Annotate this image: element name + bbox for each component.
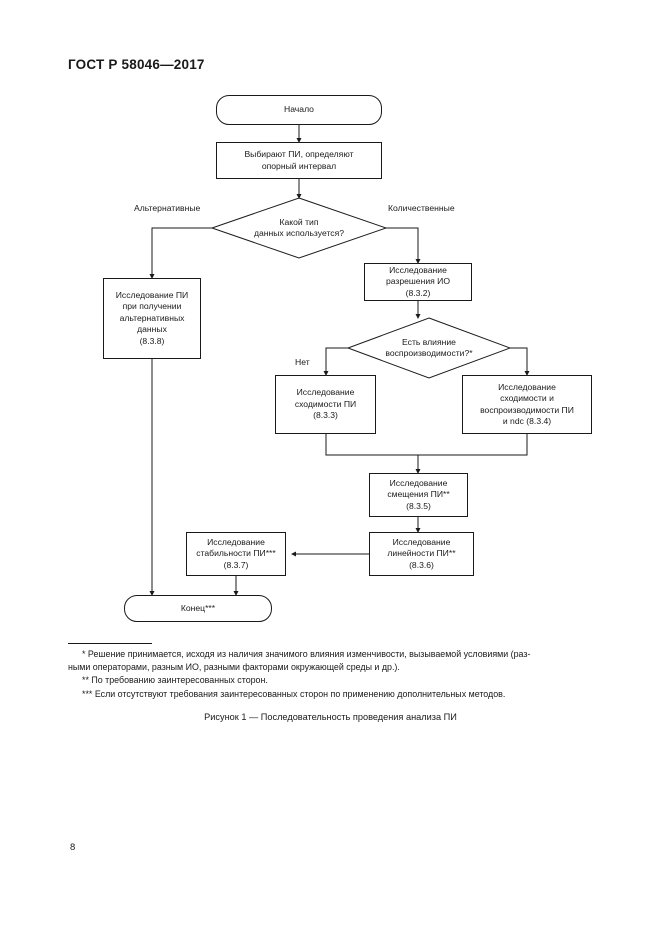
footnote-2: ** По требованию заинтересованных сторон… <box>82 675 268 686</box>
node-decision-reproducibility: Есть влияние воспроизводимости?* <box>385 336 473 359</box>
decision2-diamond <box>346 317 512 379</box>
page-number: 8 <box>70 842 76 853</box>
footnotes-block: * Решение принимается, исходя из наличия… <box>68 643 593 701</box>
node-stability-study: Исследование стабильности ПИ*** (8.3.7) <box>186 532 286 576</box>
footnote-1-line-2: ными операторами, разным ИО, разными фак… <box>68 662 400 673</box>
figure-caption: Рисунок 1 — Последовательность проведени… <box>204 712 457 722</box>
node-alternative-data-study: Исследование ПИ при получении альтернати… <box>103 278 201 359</box>
edge-label-quantitative: Количественные <box>388 203 455 213</box>
edge-decision1-left <box>149 227 212 279</box>
node-select-mi: Выбирают ПИ, определяют опорный интервал <box>216 142 382 179</box>
edge-decision2-yes <box>510 347 530 376</box>
node-decision-data-type: Какой тип данных используется? <box>253 216 345 239</box>
edge-decision1-right <box>386 227 421 264</box>
node-repeatability-study: Исследование сходимости ПИ (8.3.3) <box>275 375 376 434</box>
edge-label-alternative: Альтернативные <box>134 203 201 213</box>
node-resolution-study: Исследование разрешения ИО (8.3.2) <box>364 263 472 301</box>
edge-reprod-merge <box>418 434 528 456</box>
footnote-1-line-1: * Решение принимается, исходя из наличия… <box>82 649 531 659</box>
edge-label-no: Нет <box>295 357 310 367</box>
edge-decision2-no <box>323 347 348 376</box>
node-repeatability-reproducibility-study: Исследование сходимости и воспроизводимо… <box>462 375 592 434</box>
node-start: Начало <box>216 95 382 125</box>
decision1-diamond <box>210 197 388 259</box>
node-bias-study: Исследование смещения ПИ** (8.3.5) <box>369 473 468 517</box>
node-end: Конец*** <box>124 595 272 622</box>
footnote-rule <box>68 643 152 644</box>
footnote-3: *** Если отсутствуют требования заинтере… <box>82 688 506 699</box>
node-linearity-study: Исследование линейности ПИ** (8.3.6) <box>369 532 474 576</box>
edge-repeatability-merge <box>325 434 418 456</box>
standard-header: ГОСТ Р 58046—2017 <box>68 57 205 72</box>
